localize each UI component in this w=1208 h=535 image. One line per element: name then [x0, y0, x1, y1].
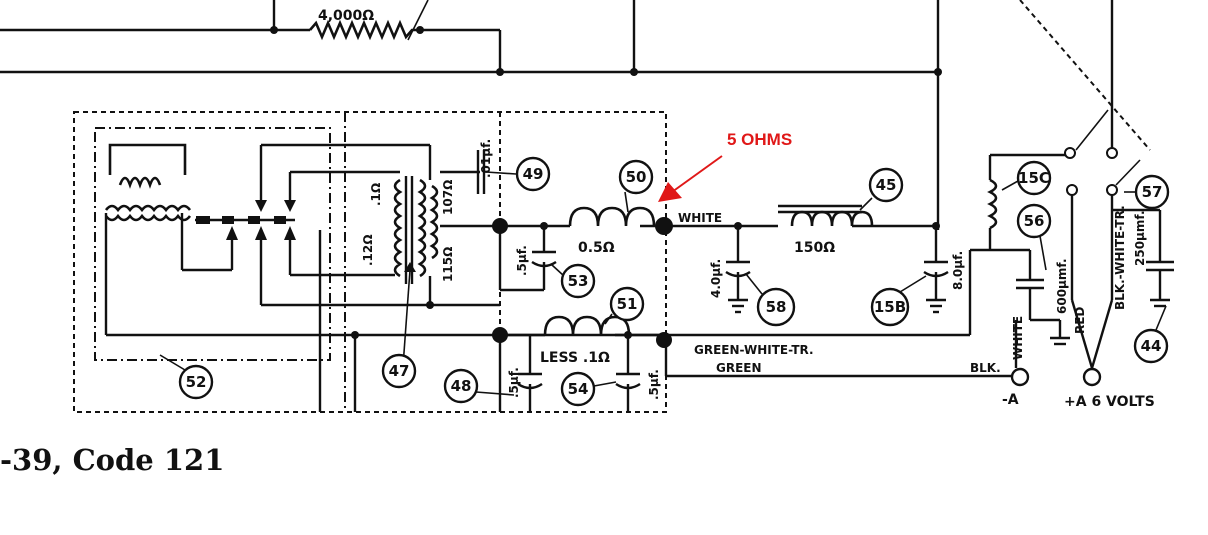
callout-52: 44 [1133, 305, 1169, 364]
blk-white-vertical-label: BLK.-WHITE-TR. [1113, 205, 1127, 310]
cap-4uf-label: 4.0µf. [709, 259, 723, 298]
red-vertical-label: RED [1073, 307, 1087, 334]
blk-wire-label: BLK. [970, 361, 1001, 375]
pos-a-terminal-label: +A 6 VOLTS [1064, 394, 1155, 410]
winding-107-label: 107Ω [441, 180, 455, 215]
white-wire-label: WHITE [678, 211, 722, 225]
winding-01-label: .1Ω [369, 183, 383, 206]
callout-45: 45 [859, 167, 904, 211]
inductor-51-label: LESS .1Ω [540, 350, 610, 366]
svg-text:57: 57 [1142, 183, 1163, 201]
enclosure-outlines [73, 111, 667, 413]
callout-49: 49 [485, 156, 551, 192]
inductor-50-label: 0.5Ω [578, 240, 615, 256]
white-vertical-label: WHITE [1011, 316, 1025, 360]
cap-001-label: .01µf. [479, 139, 493, 178]
green-white-wire-label: GREEN-WHITE-TR. [694, 343, 814, 357]
svg-text:44: 44 [1141, 337, 1162, 355]
vibrator-section [104, 143, 666, 412]
choke-section [725, 204, 949, 314]
callout-47: 52 [159, 354, 214, 400]
callout-54: 48 [443, 368, 515, 404]
callout-50: 50 [618, 159, 654, 213]
svg-text:58: 58 [766, 298, 787, 316]
callout-44: 57 [1124, 174, 1170, 210]
svg-text:54: 54 [568, 380, 589, 398]
svg-text:49: 49 [523, 165, 544, 183]
svg-text:15C: 15C [1018, 169, 1050, 187]
callout-15c: 15B [870, 275, 927, 327]
cap-54-label: .5µf. [507, 367, 521, 398]
cap-55-label: .5µf. [647, 369, 661, 400]
resistor-4000-label: 4,000Ω [318, 8, 374, 24]
callout-51: 51 [604, 286, 645, 325]
svg-text:15B: 15B [874, 298, 906, 316]
right-section [968, 109, 1174, 387]
caption-text: -39, Code 121 [0, 443, 224, 477]
annotation-arrow [658, 155, 723, 202]
callout-53: 53 [551, 263, 596, 299]
cap-8uf-label: 8.0µf. [951, 251, 965, 290]
svg-text:56: 56 [1024, 212, 1045, 230]
annotation-text: 5 OHMS [727, 130, 792, 149]
cap-250-label: 250µmf. [1133, 210, 1147, 266]
choke-45-label: 150Ω [794, 240, 835, 256]
callout-15b: 58 [745, 273, 796, 327]
svg-text:45: 45 [876, 176, 897, 194]
callout-55: 54 [560, 371, 617, 407]
svg-text:53: 53 [568, 272, 589, 290]
callout-57: 56 [1016, 203, 1052, 271]
green-wire-label: GREEN [716, 361, 762, 375]
svg-text:48: 48 [451, 377, 472, 395]
svg-text:50: 50 [626, 168, 647, 186]
filter-section [351, 206, 1016, 412]
callout-48: 47 [381, 353, 417, 389]
svg-text:51: 51 [617, 295, 638, 313]
winding-012-label: .12Ω [361, 235, 375, 266]
cap-53-label: .5µf. [515, 245, 529, 276]
winding-115-label: 115Ω [441, 247, 455, 282]
cap-600-label: 600µmf. [1055, 258, 1069, 314]
top-wiring [0, 0, 1151, 230]
svg-text:52: 52 [186, 373, 207, 391]
callout-56: 15C [1001, 160, 1052, 196]
neg-a-terminal-label: -A [1002, 392, 1019, 408]
svg-text:47: 47 [389, 362, 410, 380]
